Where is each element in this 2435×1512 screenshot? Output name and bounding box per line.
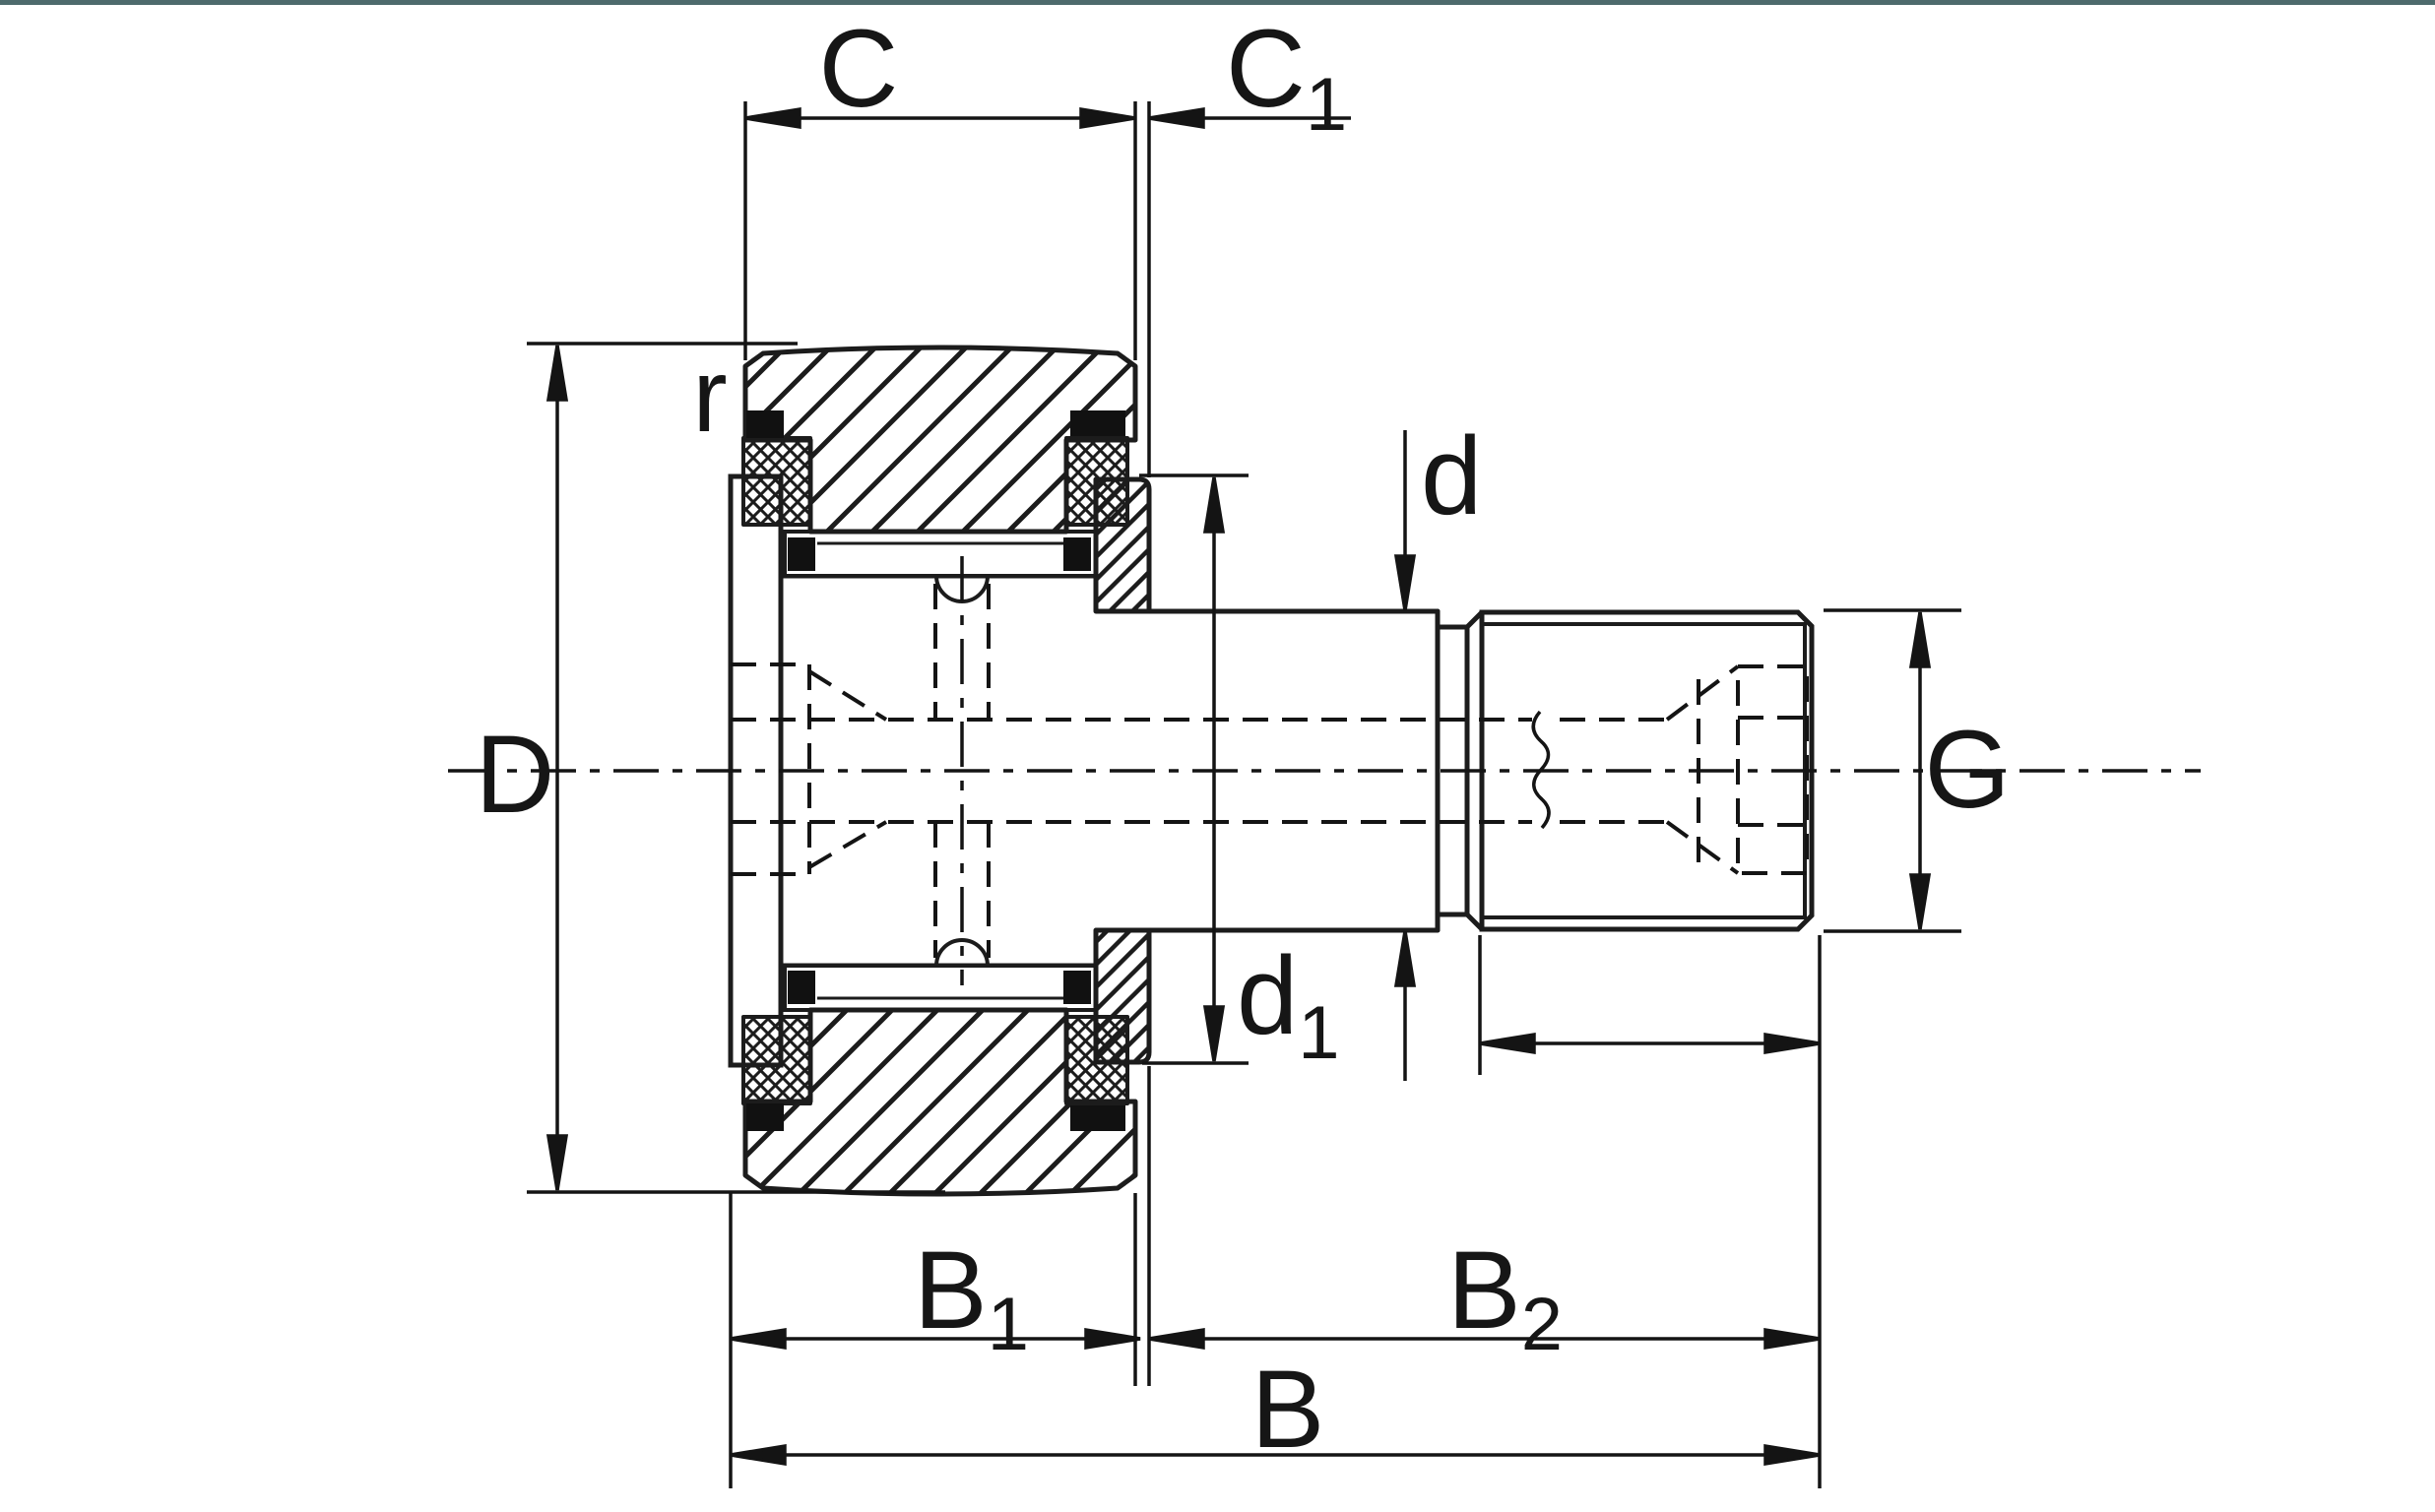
arrowhead-top xyxy=(545,345,569,402)
arrowhead-bottom xyxy=(545,1134,569,1191)
arrowhead-top xyxy=(1202,476,1226,534)
arrowhead-left xyxy=(744,106,801,130)
label-C-main: C xyxy=(819,7,899,130)
label-d-main: d xyxy=(1421,414,1482,537)
label-D-main: D xyxy=(476,713,555,836)
cage-block xyxy=(1063,971,1091,1004)
seal-top-right xyxy=(1064,436,1129,527)
seals xyxy=(741,410,1129,1131)
arrowhead-bottom xyxy=(1908,873,1932,930)
label-B1-main: B xyxy=(914,1228,988,1352)
dimension-lines xyxy=(527,101,1961,1488)
arrowhead-top xyxy=(1908,611,1932,668)
label-B1: B1 xyxy=(914,1228,1029,1366)
outer-ring xyxy=(742,345,1138,1197)
arrowhead-right xyxy=(1763,1327,1821,1351)
label-B2-sub: 2 xyxy=(1521,1283,1563,1366)
arrowhead-down xyxy=(1393,554,1417,611)
label-B1-sub: 1 xyxy=(988,1283,1029,1366)
dim-B2 xyxy=(1148,1327,1821,1351)
outer-ring-top-section xyxy=(742,345,1138,535)
dimension-labels: C C1 r D d d1 G B1 B2 B xyxy=(476,7,2011,1471)
arrowhead-left xyxy=(1479,1032,1536,1055)
label-d1: d1 xyxy=(1237,934,1340,1075)
needle-row-top xyxy=(783,530,1098,578)
label-C: C xyxy=(819,7,899,130)
label-C1-main: C xyxy=(1226,7,1306,130)
top-border-bar xyxy=(0,0,2435,5)
label-B2: B2 xyxy=(1447,1228,1563,1366)
seal-lip xyxy=(746,1103,784,1131)
label-r: r xyxy=(692,338,727,454)
seal-lip xyxy=(1070,410,1125,436)
label-G: G xyxy=(1924,708,2010,831)
label-B: B xyxy=(1251,1348,1325,1471)
label-D: D xyxy=(476,713,555,836)
arrowhead-left xyxy=(730,1327,787,1351)
arrowhead-up xyxy=(1393,930,1417,987)
extension-lines xyxy=(527,101,1961,1488)
cage-block xyxy=(1063,537,1091,571)
arrowhead-right xyxy=(1763,1443,1821,1467)
label-B-main: B xyxy=(1251,1348,1325,1471)
arrowhead-bottom xyxy=(1202,1005,1226,1062)
hidden-line xyxy=(807,669,888,722)
centerlines xyxy=(448,556,2201,985)
seal-lip xyxy=(746,410,784,438)
dim-d xyxy=(1393,430,1417,1081)
seal-lip xyxy=(1070,1105,1125,1131)
lube-notch-bottom xyxy=(934,938,990,968)
hidden-socket-cone xyxy=(1665,820,1740,875)
label-C1: C1 xyxy=(1226,7,1347,147)
dim-thread-length xyxy=(1479,1032,1821,1055)
seal-top-left xyxy=(741,436,812,527)
dim-C xyxy=(744,106,1136,130)
arrowhead-left xyxy=(730,1443,787,1467)
label-C1-sub: 1 xyxy=(1306,63,1347,147)
label-d1-sub: 1 xyxy=(1298,991,1339,1075)
dim-D xyxy=(545,345,569,1191)
cage-block xyxy=(788,537,815,571)
cage-block xyxy=(788,971,815,1004)
needle-row-bottom xyxy=(783,964,1098,1012)
hidden-socket-cone xyxy=(1665,664,1740,722)
dim-B xyxy=(730,1443,1821,1467)
seal-bottom-left xyxy=(741,1015,812,1105)
label-d: d xyxy=(1421,414,1482,537)
dim-B1 xyxy=(730,1327,1141,1351)
arrowhead-right xyxy=(1763,1032,1821,1055)
arrowhead-left xyxy=(1148,106,1205,130)
arrowhead-left xyxy=(1148,1327,1205,1351)
arrowhead-right xyxy=(1079,106,1136,130)
label-d1-main: d xyxy=(1237,934,1298,1057)
dim-d1 xyxy=(1202,476,1226,1062)
label-r-main: r xyxy=(692,338,727,454)
dim-G xyxy=(1908,611,1932,930)
label-G-main: G xyxy=(1924,708,2010,831)
arrowhead-right xyxy=(1084,1327,1141,1351)
label-B2-main: B xyxy=(1447,1228,1521,1352)
hidden-line xyxy=(807,820,888,869)
dim-C1 xyxy=(1148,106,1351,130)
seal-bottom-right xyxy=(1064,1015,1129,1105)
